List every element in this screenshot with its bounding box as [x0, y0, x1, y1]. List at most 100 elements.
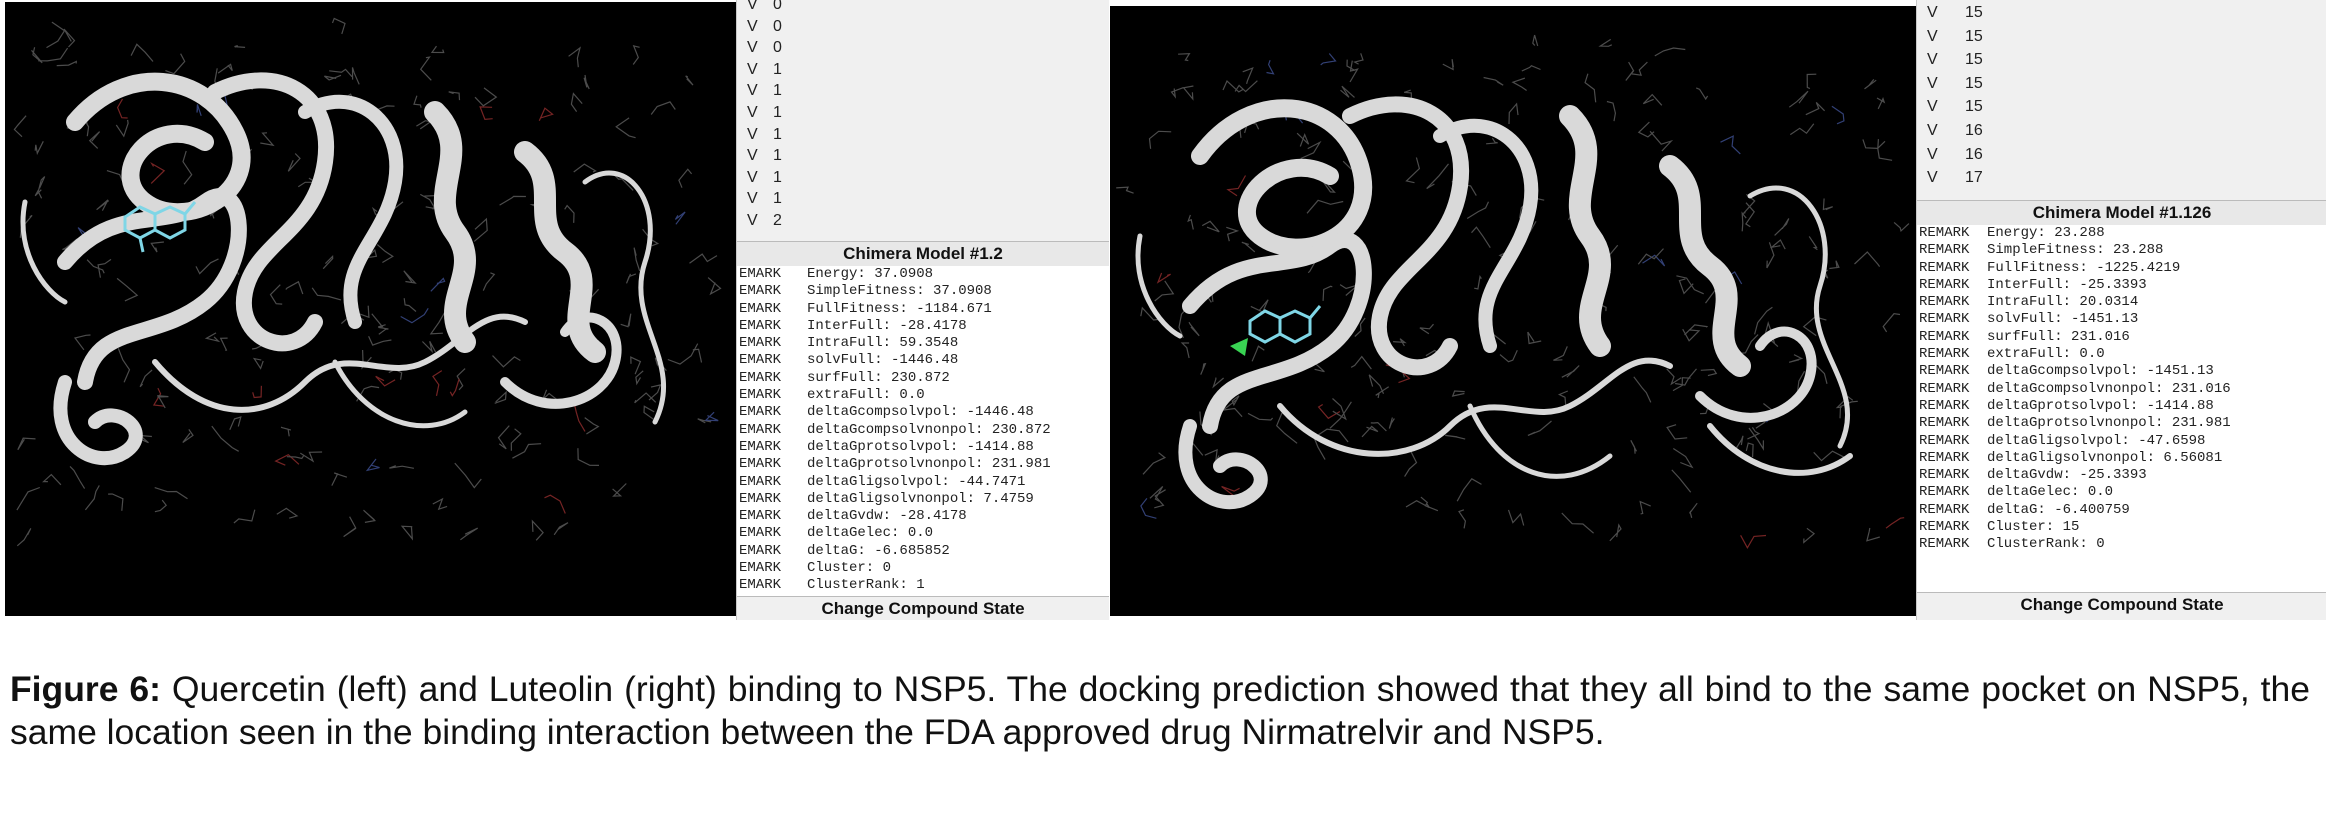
remark-key: EMARK: [739, 438, 782, 455]
remark-line: EMARK surfFull: 230.872: [737, 370, 1109, 387]
remark-line: REMARK InterFull: -25.3393: [1917, 277, 2326, 294]
remark-value: deltaGligsolvnonpol: 6.56081: [1987, 449, 2223, 466]
right-model-title: Chimera Model #1.126: [1917, 200, 2326, 226]
remark-key: EMARK: [739, 542, 782, 559]
remark-key: REMARK: [1919, 397, 1970, 414]
remark-value: deltaGligsolvpol: -44.7471: [807, 473, 1026, 490]
remark-value: ClusterRank: 1: [807, 577, 925, 594]
remark-key: REMARK: [1919, 328, 1970, 345]
remark-value: ClusterRank: 0: [1987, 536, 2105, 553]
remark-key: EMARK: [739, 369, 782, 386]
remark-value: surfFull: 231.016: [1987, 328, 2130, 345]
visibility-flag: V: [747, 0, 758, 13]
visibility-flag: V: [1927, 4, 1938, 21]
remark-value: deltaGcompsolvnonpol: 230.872: [807, 421, 1051, 438]
cluster-number: 16: [1965, 122, 1983, 139]
remark-key: REMARK: [1919, 276, 1970, 293]
left-ligand-quercetin: [123, 201, 197, 253]
remark-key: REMARK: [1919, 536, 1970, 553]
left-molecule-viewer[interactable]: [5, 2, 736, 616]
remark-value: deltaGprotsolvnonpol: 231.981: [1987, 415, 2231, 432]
right-ligand-luteolin: [1248, 305, 1322, 344]
remark-value: surfFull: 230.872: [807, 369, 950, 386]
visibility-flag: V: [1927, 51, 1938, 69]
remark-value: InterFull: -25.3393: [1987, 276, 2147, 293]
right-molecule-viewer[interactable]: [1110, 6, 1916, 616]
left-protein-ribbon-render: [13, 17, 722, 547]
visibility-flag: V: [1927, 169, 1938, 187]
figure-label: Figure 6:: [10, 669, 161, 709]
remark-key: EMARK: [739, 352, 782, 369]
visibility-flag: V: [747, 82, 758, 100]
remark-value: Energy: 37.0908: [807, 266, 934, 282]
cluster-number: 1: [773, 125, 782, 143]
right-protein-ribbon-render: [1116, 34, 1910, 550]
visibility-flag: V: [747, 104, 758, 121]
remark-key: EMARK: [739, 456, 782, 473]
remark-value: deltaGvdw: -28.4178: [807, 508, 967, 525]
right-change-compound-state-button[interactable]: Change Compound State: [1917, 592, 2326, 617]
remark-value: Energy: 23.288: [1987, 225, 2105, 241]
remark-key: REMARK: [1919, 501, 1970, 518]
cluster-number: 0: [773, 17, 782, 35]
visibility-flag: V: [1927, 145, 1938, 163]
cluster-number: 0: [773, 0, 782, 13]
remark-key: REMARK: [1919, 294, 1970, 311]
left-change-compound-state-button[interactable]: Change Compound State: [737, 596, 1109, 620]
cluster-number: 2: [773, 212, 782, 229]
remark-value: IntraFull: 59.3548: [807, 335, 959, 352]
visibility-flag: V: [1927, 74, 1938, 92]
remark-key: REMARK: [1919, 242, 1970, 259]
remark-key: REMARK: [1919, 467, 1970, 484]
remark-key: REMARK: [1919, 415, 1970, 432]
remark-value: deltaGligsolvpol: -47.6598: [1987, 432, 2206, 449]
remark-line: REMARK surfFull: 231.016: [1917, 329, 2326, 346]
remark-line: REMARK ClusterRank: 0: [1917, 536, 2326, 553]
remark-value: solvFull: -1446.48: [807, 352, 959, 369]
remark-value: deltaGcompsolvpol: -1446.48: [807, 404, 1034, 421]
remark-value: FullFitness: -1225.4219: [1987, 259, 2181, 276]
visibility-flag: V: [1927, 27, 1938, 45]
